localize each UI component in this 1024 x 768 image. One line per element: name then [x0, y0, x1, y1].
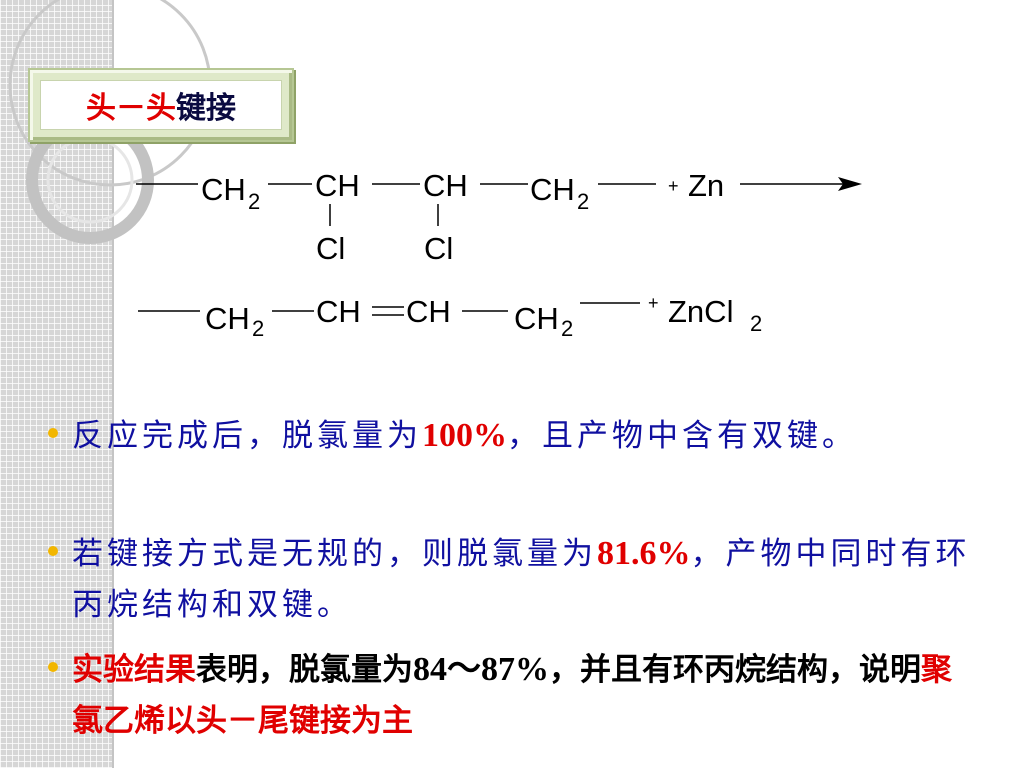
slide-title: 头－头键接 [40, 80, 282, 130]
equation-1: CH 2 CH Cl CH Cl CH 2 + Zn [136, 168, 862, 266]
equation-2: CH 2 CH CH CH 2 + ZnCl 2 [138, 293, 762, 341]
subscript: 2 [750, 311, 762, 336]
zinc-chloride: ZnCl [668, 294, 733, 329]
bullet-item-2: 若键接方式是无规的，则脱氯量为81.6%，产物中同时有环丙烷结构和双键。 [48, 528, 978, 631]
ch-group: CH [316, 294, 361, 329]
ch2-group: CH [514, 301, 559, 336]
plus-sign: + [668, 176, 679, 196]
subscript: 2 [248, 189, 260, 214]
plus-sign: + [648, 293, 659, 313]
bullet-text-part: 反应完成后，脱氯量为 [72, 418, 422, 454]
title-highlight: 头－头 [86, 91, 176, 126]
bullet-highlight: 实验结果 [72, 652, 196, 688]
bullet-item-3: 实验结果表明，脱氯量为84～87%，并且有环丙烷结构，说明聚氯乙烯以头－尾键接为… [48, 644, 978, 747]
bullet-item-1: 反应完成后，脱氯量为100%，且产物中含有双键。 [48, 410, 978, 462]
cl-atom: Cl [424, 231, 453, 266]
bullet-number: 84～87% [413, 651, 549, 688]
bullet-text: 若键接方式是无规的，则脱氯量为81.6%，产物中同时有环丙烷结构和双键。 [72, 528, 978, 631]
zinc-reagent: Zn [688, 168, 724, 203]
bullet-text-part: 若键接方式是无规的，则脱氯量为 [72, 536, 597, 572]
bullet-text-part: ，并且有环丙烷结构，说明 [549, 652, 921, 688]
subscript: 2 [577, 189, 589, 214]
bullet-text: 实验结果表明，脱氯量为84～87%，并且有环丙烷结构，说明聚氯乙烯以头－尾键接为… [72, 644, 978, 747]
bullet-highlight: 聚氯乙烯以头－尾键接为主 [72, 652, 952, 739]
ch2-group: CH [205, 301, 250, 336]
bullet-dot-icon [48, 662, 58, 672]
bullet-dot-icon [48, 546, 58, 556]
title-frame: 头－头键接 [28, 68, 294, 142]
arrow-head-icon [838, 177, 862, 191]
bullet-number: 81.6% [597, 535, 691, 572]
bullet-text-part: ，产物中同时有环丙烷结构和双键。 [72, 536, 971, 623]
ch-group: CH [406, 294, 451, 329]
bullet-number: 100% [422, 417, 507, 454]
bullet-text-part: ，且产物中含有双键。 [507, 418, 857, 454]
ch2-group: CH [530, 172, 575, 207]
title-rest: 键接 [176, 91, 236, 126]
bullet-text-part: 表明，脱氯量为 [196, 652, 413, 688]
bullet-text: 反应完成后，脱氯量为100%，且产物中含有双键。 [72, 410, 978, 462]
ch-group: CH [423, 168, 468, 203]
reaction-scheme: CH 2 CH Cl CH Cl CH 2 + Zn CH 2 CH CH CH… [136, 168, 862, 341]
subscript: 2 [252, 316, 264, 341]
ch2-group: CH [201, 172, 246, 207]
subscript: 2 [561, 316, 573, 341]
cl-atom: Cl [316, 231, 345, 266]
bullet-dot-icon [48, 428, 58, 438]
ch-group: CH [315, 168, 360, 203]
